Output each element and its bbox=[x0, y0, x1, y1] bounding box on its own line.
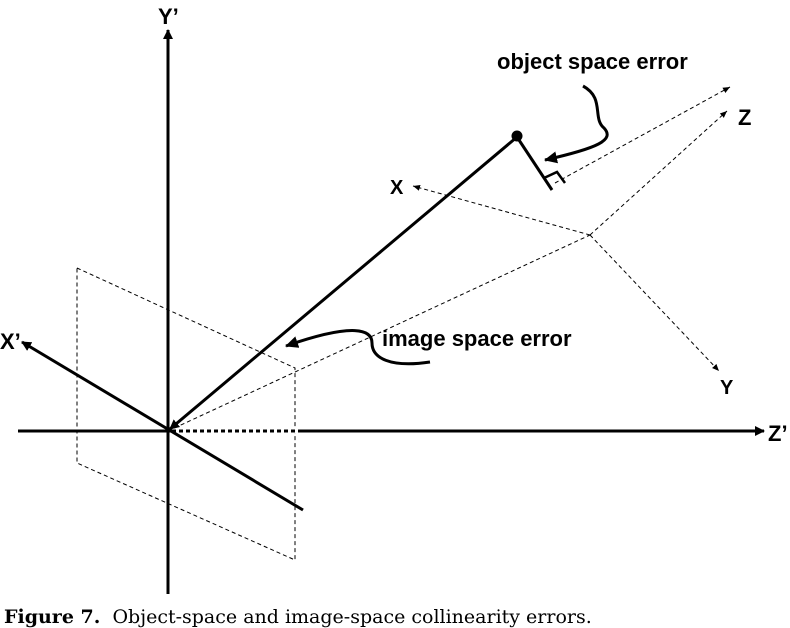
y-axis bbox=[589, 234, 720, 372]
figure-caption: Figure 7. Object-space and image-space c… bbox=[4, 606, 592, 628]
y-label: Y bbox=[720, 377, 734, 399]
image-space-error-pointer bbox=[285, 329, 431, 366]
figure-number: Figure 7. bbox=[4, 606, 101, 628]
y-prime-label: Y’ bbox=[158, 4, 179, 29]
image-plane bbox=[76, 267, 296, 561]
x-prime-axis bbox=[21, 340, 304, 512]
extended-ray bbox=[554, 86, 731, 184]
z-label: Z bbox=[738, 105, 751, 130]
object-space-error-pointer bbox=[544, 84, 609, 164]
object-point bbox=[511, 130, 523, 142]
caption-text: Object-space and image-space collinearit… bbox=[112, 606, 592, 628]
object-space-error-segment bbox=[515, 136, 554, 191]
x-prime-label: X’ bbox=[0, 329, 21, 354]
collinearity-ray bbox=[167, 234, 591, 432]
object-ray bbox=[169, 135, 518, 431]
z-prime-label: Z’ bbox=[768, 421, 788, 446]
right-angle-mark bbox=[543, 170, 567, 184]
x-label: X bbox=[390, 177, 404, 199]
object-space-error-label: object space error bbox=[497, 49, 688, 74]
x-axis bbox=[412, 184, 591, 236]
z-axis bbox=[589, 110, 728, 236]
image-space-error-label: image space error bbox=[382, 326, 572, 351]
